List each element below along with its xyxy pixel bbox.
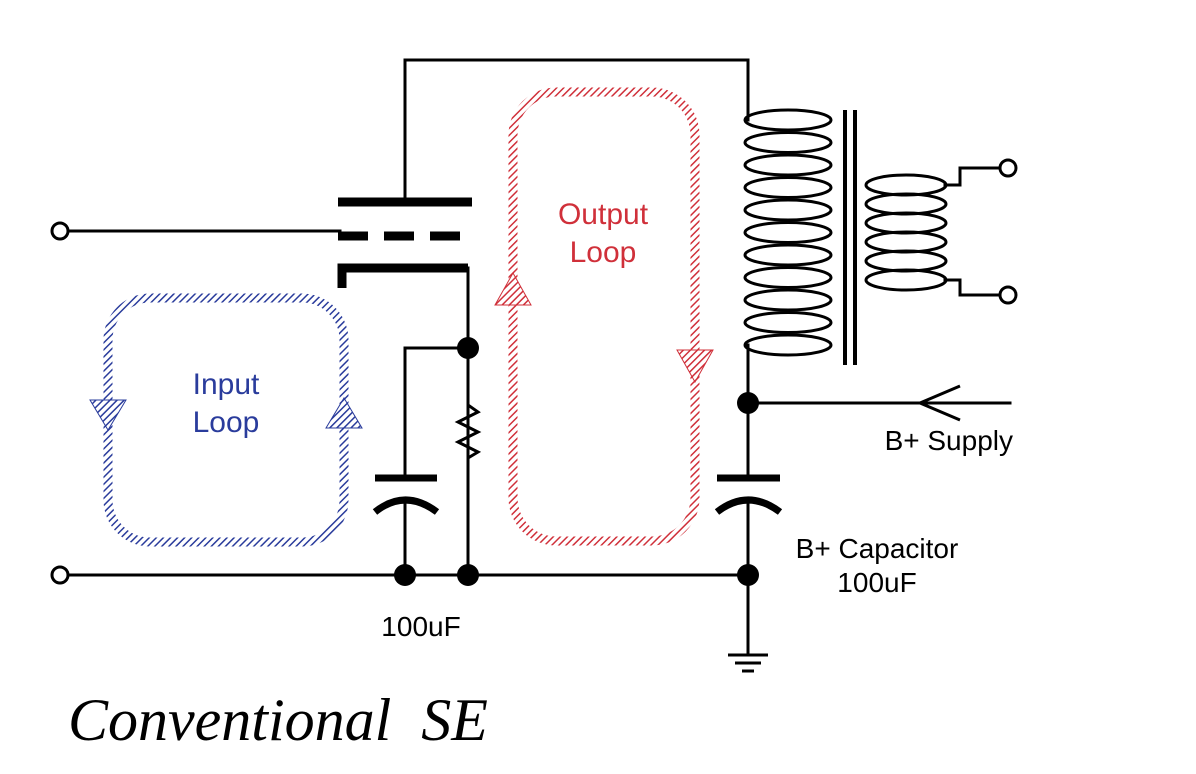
tube-cathode [337,263,468,288]
coil-turn [864,230,948,254]
cathode-resistor [454,395,482,465]
cathode-capacitor [372,474,440,515]
junction-dot-icon [394,564,416,586]
junction-dot-icon [457,337,479,359]
b-plus-arrow-icon [916,384,961,422]
coil-turn [743,288,833,312]
coil-turn [743,266,833,289]
coil-turn [743,221,833,244]
terminal-icon [50,565,70,585]
input-loop-arrow-up-icon [325,397,363,429]
output-loop-arrow-up-icon [494,271,532,306]
coil-turn [743,243,833,267]
secondary-top-wire [943,166,1010,187]
coil-turn [743,333,833,357]
coil-turn [743,108,833,132]
coil-turn [743,176,833,199]
b-plus-capacitor [714,474,783,515]
terminal-icon [998,158,1018,178]
junction-dot-icon [737,392,759,414]
cathode-cap-value-label: 100uF [381,611,460,642]
output-loop-arrow-down-icon [676,349,714,384]
input-loop-arrow-down-icon [89,399,127,431]
ground-icon [728,653,768,673]
secondary-bottom-wire [943,278,1010,297]
diagram-title: Conventional SE [68,687,488,753]
coil-turn [864,249,948,273]
coil-turn [864,268,948,292]
b-plus-capacitor-label-line1: B+ Capacitor [796,533,959,564]
primary-winding [743,108,833,357]
output-loop-label-line2: Loop [570,236,637,269]
input-loop [89,293,363,547]
tube [337,197,472,288]
b-plus-capacitor-label-line2: 100uF [837,567,916,598]
coil-turn [864,192,948,216]
coil-turn [743,131,833,154]
plate-wire [403,58,750,202]
output-transformer [743,108,948,365]
junction-dot-icon [457,564,479,586]
coil-turn [864,211,948,235]
input-loop-label-line2: Loop [193,406,260,439]
coil-turn [743,153,833,177]
terminal-icon [998,285,1018,305]
wires [66,58,1012,657]
b-plus-supply-label: B+ Supply [885,425,1013,456]
output-loop [494,87,714,546]
cathode-cap-wire [403,346,470,480]
coil-turn [743,198,833,222]
terminal-icon [50,221,70,241]
output-loop-label-line1: Output [558,198,649,231]
terminals [50,158,1018,585]
junctions [394,337,759,586]
input-loop-label-line1: Input [193,368,260,401]
junction-dot-icon [737,564,759,586]
coil-turn [743,311,833,334]
secondary-winding [864,173,948,292]
coil-turn [864,173,948,197]
